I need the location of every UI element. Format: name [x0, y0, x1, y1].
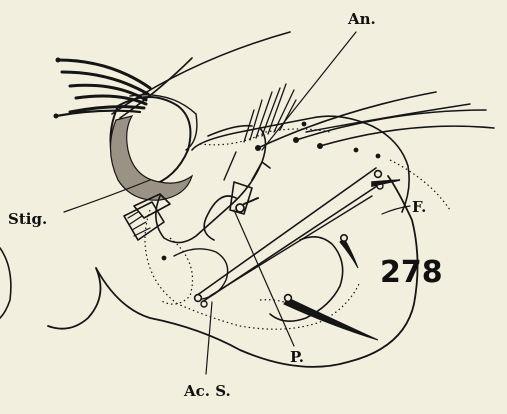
body-outline — [48, 176, 418, 367]
label-p: P. — [290, 348, 304, 366]
label-acs: Ac. S. — [183, 382, 231, 400]
figure-number: 278 — [380, 255, 443, 290]
stigma-tube — [124, 194, 170, 240]
left-edge-arc — [0, 248, 11, 318]
large-spine — [284, 298, 378, 340]
leader-lines — [64, 32, 410, 374]
dorsal-bristle-tuft — [54, 32, 291, 119]
label-antenna: An. — [347, 10, 376, 28]
label-f: F. — [412, 198, 426, 216]
stippled-sclerite — [110, 116, 192, 200]
p-structure — [204, 152, 270, 240]
antenna-tuft — [208, 84, 296, 142]
dotted-suture-4 — [160, 238, 193, 304]
long-bristles — [255, 92, 494, 158]
small-spine — [372, 180, 400, 186]
label-stigma: Stig. — [8, 210, 47, 228]
spot-mark — [162, 256, 167, 261]
